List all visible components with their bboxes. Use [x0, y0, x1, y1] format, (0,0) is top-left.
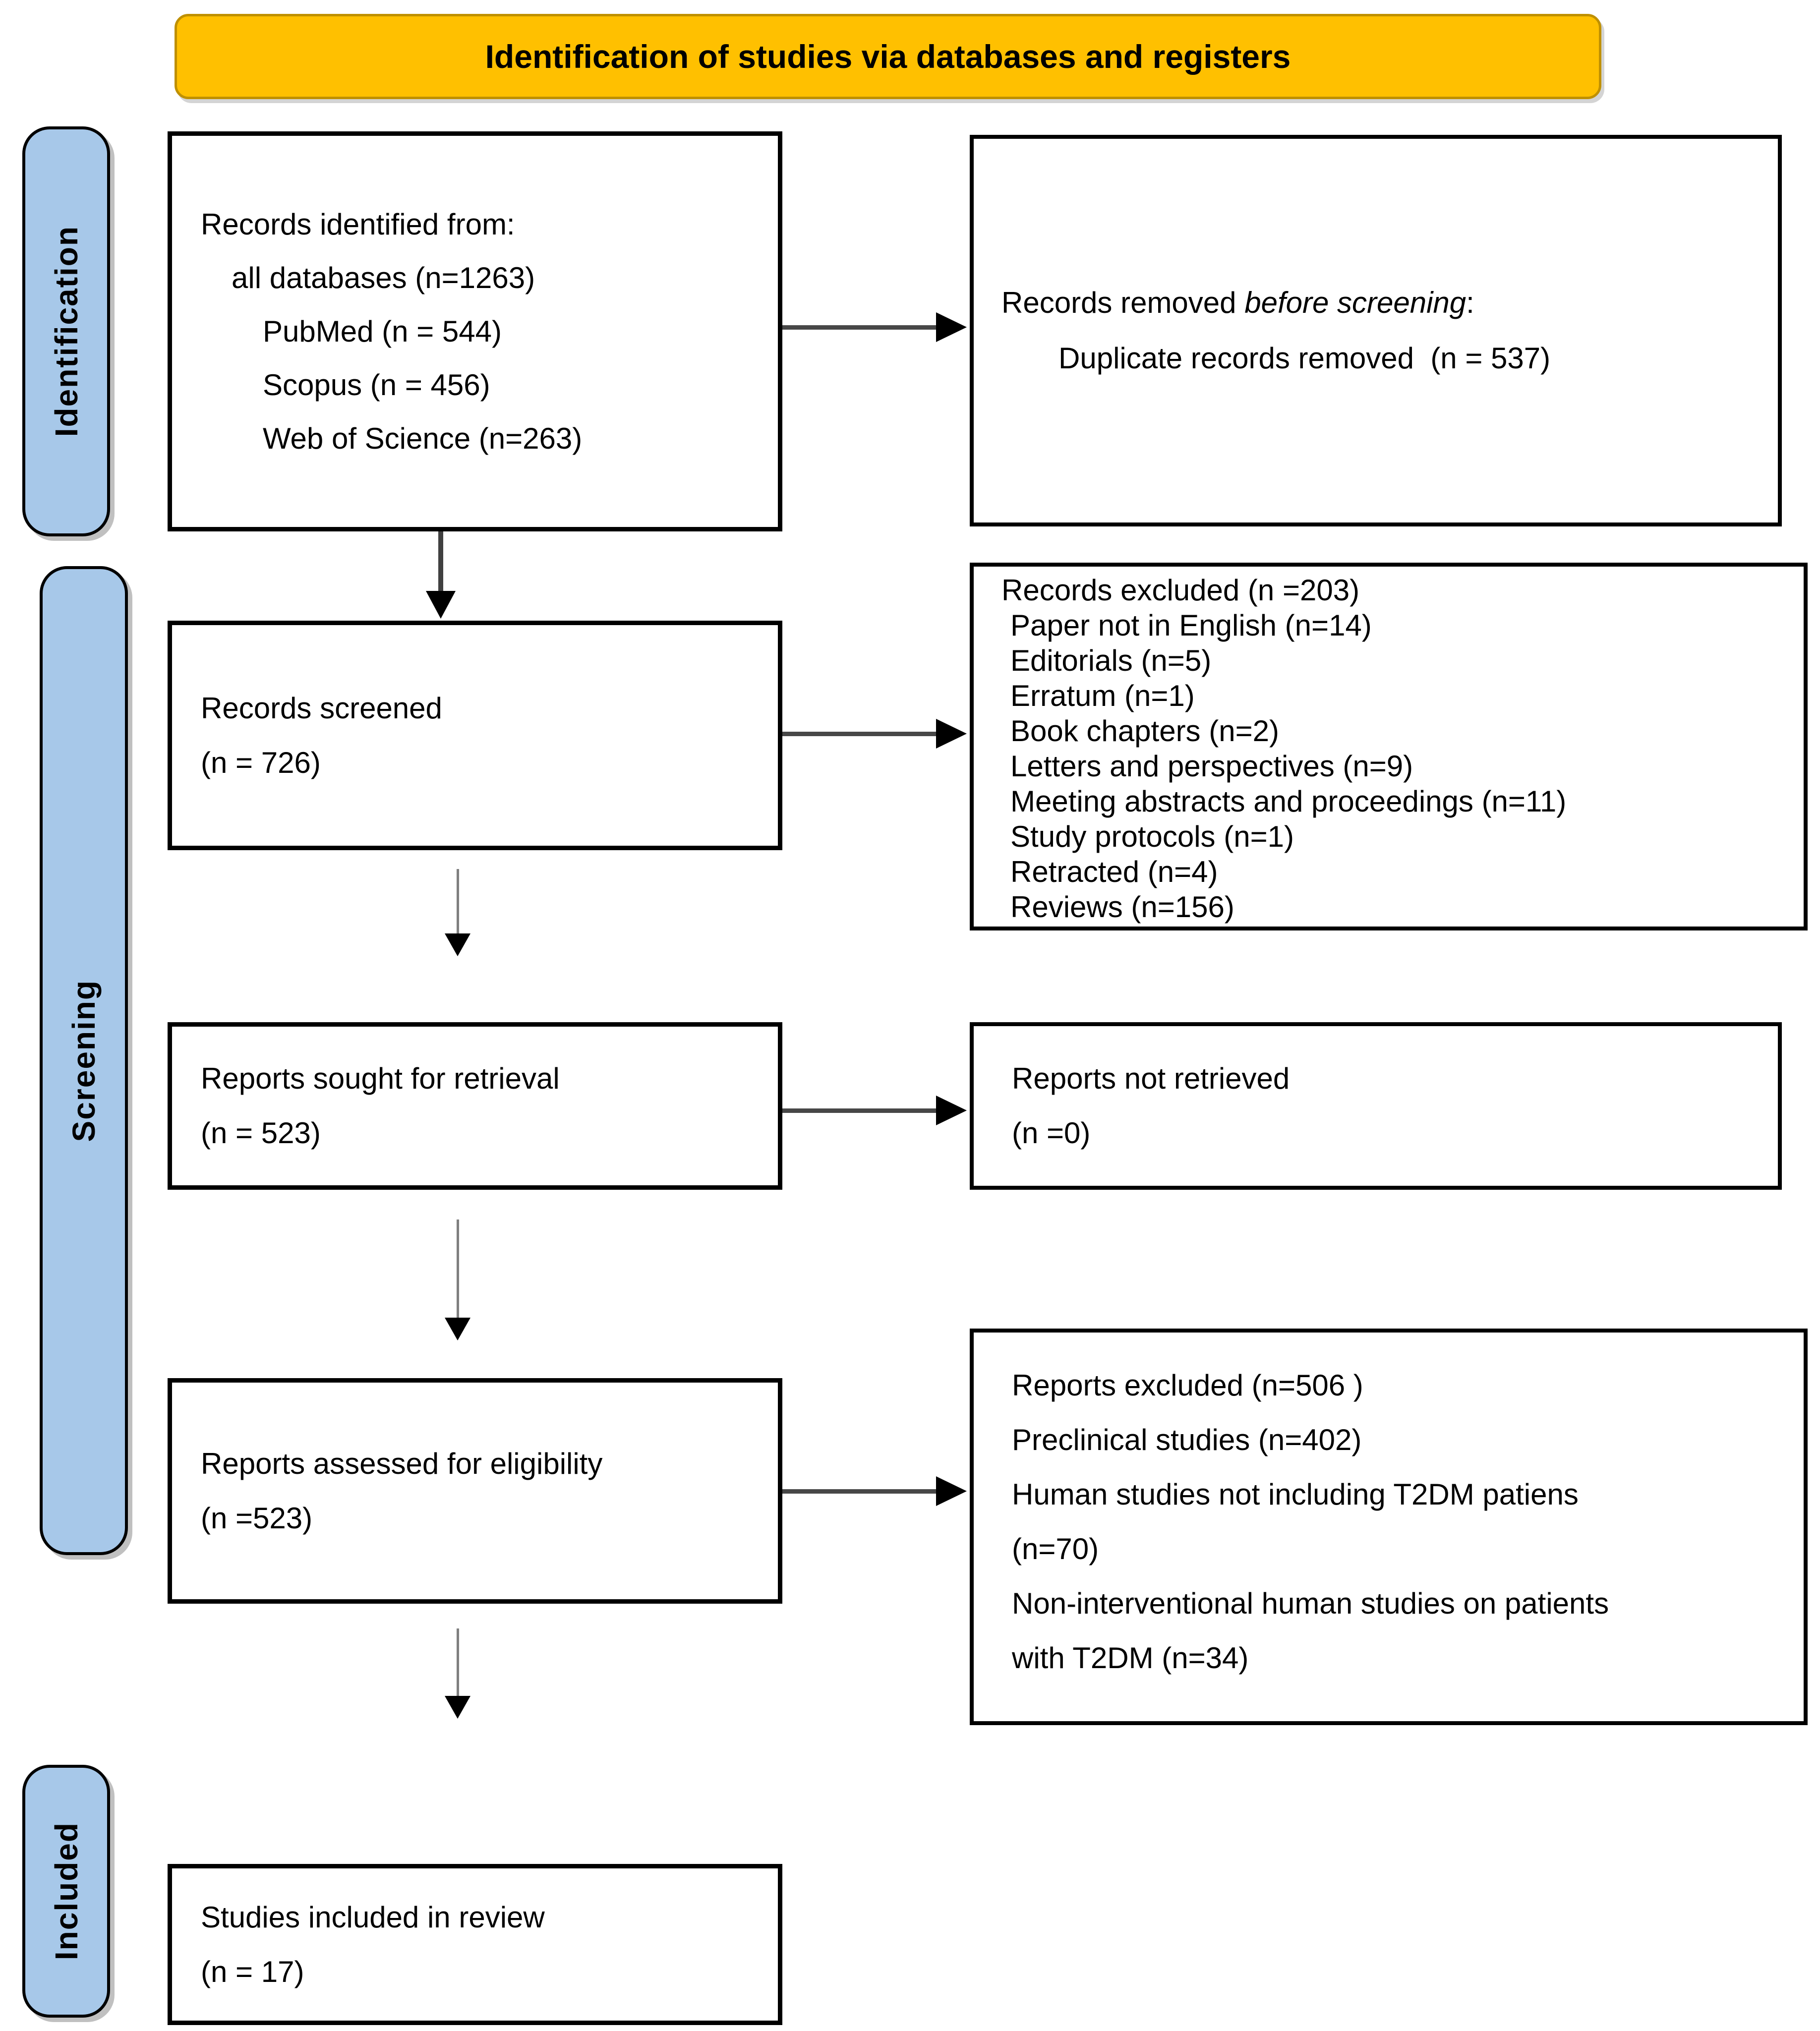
box-records-screened: Records screened (n = 726) [168, 621, 782, 850]
box-line: Editorials (n=5) [1010, 644, 1212, 677]
box-line: (n = 17) [201, 1955, 304, 1988]
box-line: (n = 523) [201, 1116, 321, 1150]
arrow-shaft [782, 1108, 938, 1113]
arrow-shaft [438, 531, 443, 593]
box-line: Reviews (n=156) [1010, 890, 1234, 924]
arrow-shaft [457, 869, 459, 934]
box-line: Scopus (n = 456) [263, 368, 490, 402]
stage-band-identification: Identification [22, 126, 110, 536]
arrow-right-icon [936, 1476, 967, 1506]
box-line: Studies included in review [201, 1900, 545, 1934]
box-line: Letters and perspectives (n=9) [1010, 750, 1413, 783]
box-records-identified: Records identified from: all databases (… [168, 131, 782, 531]
box-line-italic-text: before screening [1244, 286, 1467, 319]
arrow-right-icon [936, 312, 967, 342]
box-line: Retracted (n=4) [1010, 855, 1218, 888]
box-line: all databases (n=1263) [232, 261, 535, 294]
arrow-shaft [457, 1219, 459, 1319]
box-line: Study protocols (n=1) [1010, 820, 1294, 853]
arrow-down-icon [426, 591, 456, 619]
box-line-text: Records removed [1001, 286, 1245, 319]
box-line: (n=70) [1012, 1532, 1099, 1566]
box-line: Records identified from: [201, 207, 515, 241]
box-line: Paper not in English (n=14) [1010, 609, 1372, 642]
box-line-text: : [1466, 286, 1474, 319]
box-studies-included-in-review: Studies included in review (n = 17) [168, 1864, 782, 2025]
banner-title: Identification of studies via databases … [175, 14, 1601, 99]
box-reports-sought-for-retrieval: Reports sought for retrieval (n = 523) [168, 1022, 782, 1190]
box-line: Reports not retrieved [1012, 1062, 1290, 1095]
stage-band-included: Included [22, 1765, 110, 2018]
arrow-shaft [782, 325, 938, 330]
box-line: Preclinical studies (n=402) [1012, 1423, 1362, 1456]
banner-title-text: Identification of studies via databases … [485, 38, 1291, 75]
box-records-removed-before-screening: Records removed before screening: Duplic… [970, 135, 1782, 526]
box-line: Reports sought for retrieval [201, 1062, 560, 1095]
stage-label-identification: Identification [48, 226, 84, 437]
box-line: Human studies not including T2DM patiens [1012, 1478, 1579, 1511]
box-line: (n =0) [1012, 1116, 1091, 1150]
arrow-shaft [457, 1628, 459, 1697]
box-line: (n = 726) [201, 746, 321, 779]
box-reports-excluded: Reports excluded (n=506 ) Preclinical st… [970, 1329, 1808, 1725]
box-line: PubMed (n = 544) [263, 314, 502, 348]
arrow-down-icon [445, 933, 470, 956]
box-line: (n =523) [201, 1501, 313, 1535]
box-line: Records excluded (n =203) [1001, 574, 1360, 607]
box-line: Records screened [201, 691, 442, 725]
box-reports-not-retrieved: Reports not retrieved (n =0) [970, 1022, 1782, 1190]
box-line: Web of Science (n=263) [263, 421, 583, 455]
box-line: Erratum (n=1) [1010, 679, 1195, 712]
box-line: with T2DM (n=34) [1012, 1641, 1249, 1675]
arrow-shaft [782, 1489, 938, 1494]
stage-label-screening: Screening [66, 979, 102, 1142]
arrow-right-icon [936, 719, 967, 749]
box-line: Duplicate records removed (n = 537) [1058, 342, 1551, 375]
stage-band-screening: Screening [40, 566, 128, 1555]
box-line: Meeting abstracts and proceedings (n=11) [1010, 785, 1567, 818]
arrow-down-icon [445, 1318, 470, 1340]
box-line: Book chapters (n=2) [1010, 714, 1279, 748]
arrow-shaft [782, 732, 938, 736]
box-line: Reports assessed for eligibility [201, 1447, 603, 1480]
arrow-down-icon [445, 1696, 470, 1719]
box-records-excluded: Records excluded (n =203) Paper not in E… [970, 563, 1808, 930]
arrow-right-icon [936, 1096, 967, 1125]
box-line: Reports excluded (n=506 ) [1012, 1369, 1363, 1402]
box-line: Records removed before screening: [1001, 275, 1778, 331]
box-line: Non-interventional human studies on pati… [1012, 1587, 1609, 1620]
box-reports-assessed-for-eligibility: Reports assessed for eligibility (n =523… [168, 1378, 782, 1604]
stage-label-included: Included [48, 1822, 84, 1961]
